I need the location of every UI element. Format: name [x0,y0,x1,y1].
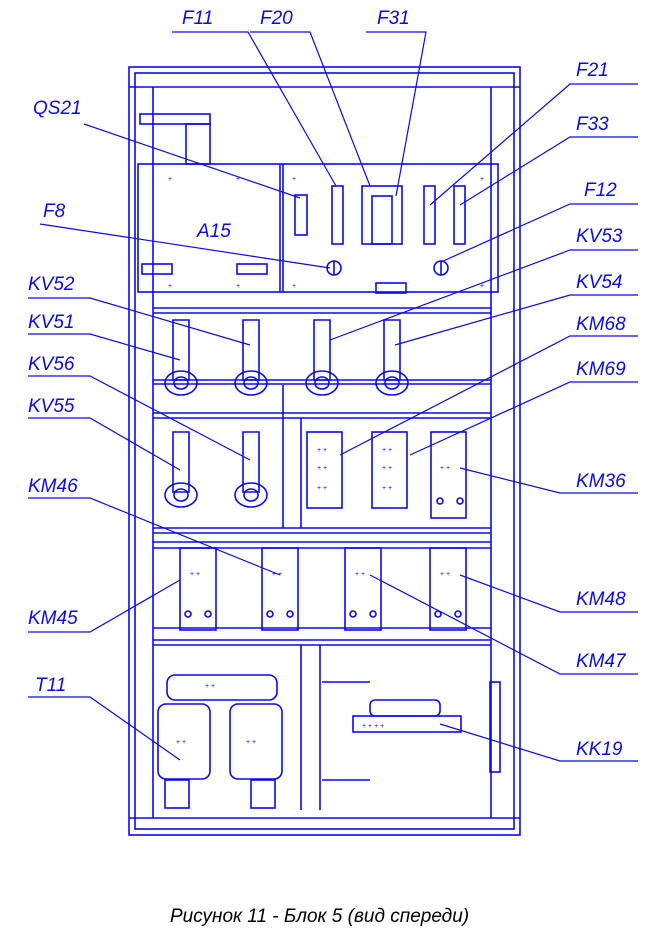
relay-kv56 [234,431,268,508]
terminal-block-3 [375,282,407,294]
svg-text:+ +: + + [317,447,327,454]
label-kk19: KK19 [576,739,623,760]
label-f11: F11 [182,8,213,29]
relay-kv54 [375,319,409,396]
label-kv56: KV56 [28,354,75,375]
contactor-km69 [371,431,408,509]
svg-text:+: + [480,283,484,290]
label-a15: A15 [196,221,231,242]
svg-text:+: + [168,176,172,183]
label-kv51: KV51 [28,312,74,333]
svg-text:+: + [480,176,484,183]
mount-markers: + + + + + + + + + + + + + + + + + + + + + + + + + + … [168,176,484,746]
label-kv52: KV52 [28,274,75,295]
terminal-block-2 [236,263,268,275]
contactor-km68 [306,431,343,509]
terminal-block-1 [141,263,173,275]
svg-text:+ +: + + [317,485,327,492]
contactor-km36 [430,431,467,519]
svg-text:+: + [168,283,172,290]
contactor-km48 [429,547,467,631]
label-km47: KM47 [576,651,627,672]
svg-text:+ +: + + [272,571,282,578]
thermal-relay-kk19 [322,681,501,781]
svg-text:+ +: + + [190,571,200,578]
label-f33: F33 [576,114,609,135]
label-km68: KM68 [576,314,626,335]
label-km36: KM36 [576,471,626,492]
label-t11: T11 [35,675,66,696]
svg-text:+ +: + + [382,485,392,492]
label-kv54: KV54 [576,272,622,293]
qs21-handle [139,113,211,125]
svg-text:+: + [292,283,296,290]
fuse-f11 [331,185,344,245]
contactor-km47 [344,547,382,631]
svg-text:+: + [292,176,296,183]
fuse-f33 [453,185,466,245]
relay-kv53 [305,319,339,396]
label-f12: F12 [584,180,617,201]
transformer-t11 [157,674,283,809]
label-km48: KM48 [576,589,626,610]
contactor-km45 [179,547,217,631]
svg-text:+: + [236,283,240,290]
svg-text:+: + [236,176,240,183]
svg-text:+ +: + + [382,447,392,454]
svg-text:+ +: + + [382,465,392,472]
label-f20: F20 [260,8,293,29]
label-km69: KM69 [576,359,626,380]
svg-text:+ +: + + [440,571,450,578]
contactor-km46 [261,547,299,631]
label-f31: F31 [377,8,410,29]
label-km46: KM46 [28,476,78,497]
label-kv55: KV55 [28,396,75,417]
svg-text:+ +: + + [317,465,327,472]
relay-kv52 [234,319,268,396]
figure-caption: Рисунок 11 - Блок 5 (вид спереди) [170,906,469,927]
a15-panel [137,163,499,293]
svg-text:+ +: + + [355,571,365,578]
relay-kv55 [164,431,198,508]
label-f8: F8 [43,201,66,222]
label-qs21: QS21 [33,98,82,119]
label-kv53: KV53 [576,226,623,247]
fuse-f21 [423,185,436,245]
svg-text:+ +: + + [440,465,450,472]
label-f21: F21 [576,60,609,81]
cabinet-outer-frame [128,66,521,836]
leader-lines [28,31,638,762]
fuse-qs21 [294,194,308,236]
relay-kv51 [164,319,198,396]
label-km45: KM45 [28,608,78,629]
cabinet-inner-frame [134,72,515,830]
svg-text:+ + + +: + + + + [362,723,384,730]
svg-text:+ +: + + [205,683,215,690]
labels: F11 F20 F31 F21 QS21 F33 F8 F12 A15 KV53… [28,8,627,760]
svg-text:+ +: + + [176,739,186,746]
svg-text:+ +: + + [246,739,256,746]
